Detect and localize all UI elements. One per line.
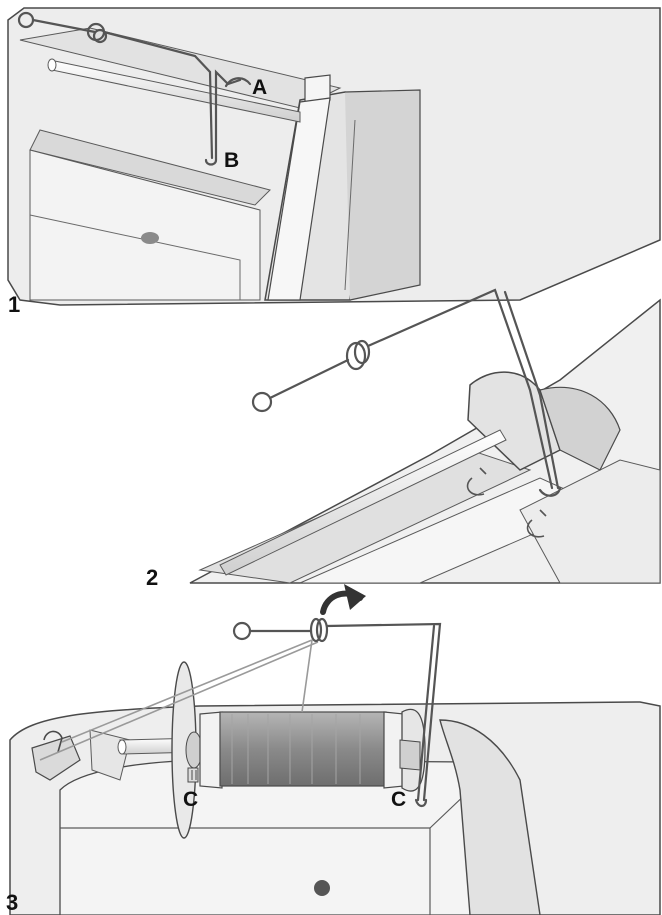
rotate-arrow-icon	[320, 584, 366, 615]
label-c-left: C	[183, 788, 198, 811]
panel-1: A B 1	[7, 7, 661, 317]
panel-number-1: 1	[8, 292, 20, 317]
thread-guide-wire-panel-3	[232, 617, 442, 808]
label-a: A	[252, 76, 267, 99]
label-b: B	[224, 149, 239, 172]
thread-lines-panel-3	[39, 639, 319, 761]
thread-guide-wire-panel-2	[251, 288, 562, 497]
panel-3: C C 3	[6, 584, 661, 915]
thread-guide-wire-panel-1	[17, 11, 252, 166]
panel-number-3: 3	[6, 890, 18, 915]
panel-2: 2	[146, 288, 661, 590]
panel-number-2: 2	[146, 565, 158, 590]
machine-top-panel-2	[189, 298, 661, 584]
thread-spool	[171, 661, 426, 839]
machine-top-panel-1	[7, 7, 661, 306]
label-c-right: C	[391, 788, 406, 811]
